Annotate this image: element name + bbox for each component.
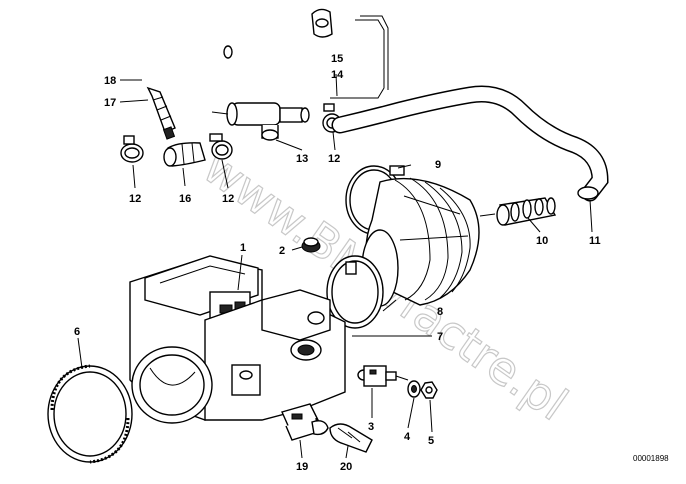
callout-11: 11: [589, 235, 601, 247]
callout-19: 19: [296, 461, 308, 473]
idle-valve-13[interactable]: [211, 102, 310, 141]
callout-20: 20: [340, 461, 352, 473]
callout-15: 15: [331, 53, 343, 65]
throttle-housing[interactable]: [204, 289, 346, 421]
callout-1: 1: [240, 242, 246, 254]
callout-18: 18: [104, 75, 116, 87]
callout-13: 13: [296, 153, 308, 165]
callout-8: 8: [437, 306, 443, 318]
clamp-7[interactable]: [326, 255, 384, 329]
throttle-inlet-ring[interactable]: [131, 346, 213, 424]
nut-5[interactable]: [420, 381, 438, 399]
callout-12-left: 12: [129, 193, 141, 205]
callout-12-middle: 12: [222, 193, 234, 205]
inlet-ring-6[interactable]: [47, 364, 133, 464]
callout-2: 2: [279, 245, 285, 257]
protective-cap-20[interactable]: [329, 423, 373, 453]
callout-7: 7: [437, 331, 443, 343]
hose-clamp-12-left[interactable]: [120, 135, 144, 163]
bracket-14[interactable]: [330, 15, 389, 99]
leader-lines: [77, 73, 593, 459]
hose-fitting-17[interactable]: [146, 86, 176, 140]
callout-4: 4: [404, 431, 411, 443]
grommet-15[interactable]: [311, 8, 333, 38]
check-valve-10[interactable]: [479, 197, 557, 226]
callout-17: 17: [104, 97, 116, 109]
callout-5: 5: [428, 435, 434, 447]
hose-elbow-16[interactable]: [163, 142, 206, 167]
callout-6: 6: [74, 326, 80, 338]
diagram-reference-code: 00001898: [633, 454, 669, 463]
hose-clamp-12-middle[interactable]: [209, 133, 233, 160]
callout-9: 9: [435, 159, 441, 171]
callout-3: 3: [368, 421, 374, 433]
long-hose-11[interactable]: [331, 85, 609, 202]
callout-16: 16: [179, 193, 191, 205]
callout-14: 14: [331, 69, 344, 81]
connector-19[interactable]: [281, 403, 329, 441]
callout-10: 10: [536, 235, 548, 247]
rubber-cap-2[interactable]: [301, 237, 321, 253]
callout-12-right: 12: [328, 153, 340, 165]
washer-4[interactable]: [407, 380, 421, 398]
temperature-sensor-3[interactable]: [357, 365, 409, 387]
vacuum-hose-18[interactable]: [127, 15, 233, 90]
